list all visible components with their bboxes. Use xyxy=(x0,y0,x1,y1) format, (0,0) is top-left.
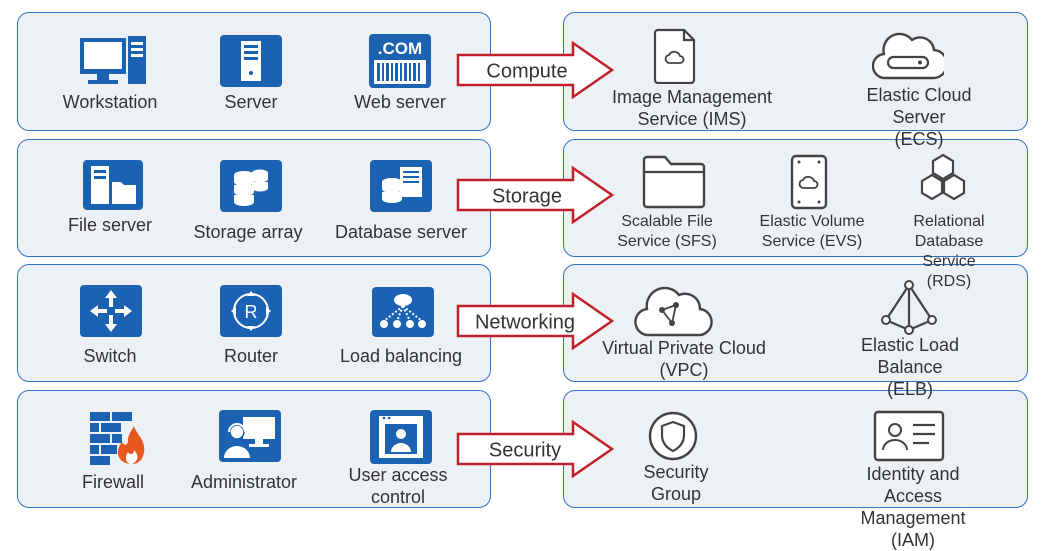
file-server-label: File server xyxy=(67,215,153,235)
web-server-icon-text: .COM xyxy=(378,39,422,58)
user-access-icon xyxy=(370,410,432,464)
folder-icon xyxy=(642,155,706,209)
elb-label: Elastic Load Balance (ELB) xyxy=(860,335,960,399)
sfs-label: Scalable File Service (SFS) xyxy=(617,213,717,250)
firewall-icon xyxy=(90,412,145,465)
vpc-cloud-icon xyxy=(634,286,713,337)
firewall-label: Firewall xyxy=(81,472,145,492)
security-group-label: Security Group xyxy=(643,462,709,504)
load-balancing-icon xyxy=(372,287,434,337)
router-icon-text: R xyxy=(245,302,258,322)
compute-arrow xyxy=(456,40,615,100)
cloud-networking-panel xyxy=(563,264,1028,382)
switch-label: Switch xyxy=(83,346,137,366)
compute-category-label: Compute xyxy=(486,60,568,83)
server-label: Server xyxy=(224,92,278,112)
cloud-server-icon xyxy=(872,32,944,80)
router-icon: R xyxy=(220,285,282,337)
user-access-control-label: User access control xyxy=(348,465,448,507)
storage-category-label: Storage xyxy=(491,185,563,208)
web-server-label: Web server xyxy=(354,92,446,112)
database-server-icon xyxy=(370,160,432,212)
file-server-icon xyxy=(83,160,143,210)
switch-icon xyxy=(80,285,142,337)
networking-category-label: Networking xyxy=(474,311,576,334)
id-card-icon xyxy=(873,410,945,462)
storage-array-icon xyxy=(220,160,282,212)
router-label: Router xyxy=(223,346,279,366)
workstation-label: Workstation xyxy=(62,92,158,112)
ecs-label: Elastic Cloud Server (ECS) xyxy=(866,85,972,149)
workstation-icon xyxy=(80,36,146,84)
cloud-compute-panel xyxy=(563,12,1028,131)
administrator-label: Administrator xyxy=(190,472,298,492)
ims-label: Image Management Service (IMS) xyxy=(611,87,773,129)
rds-label: Relational Database Service (RDS) xyxy=(913,213,985,290)
networking-arrow xyxy=(456,291,615,351)
load-balancing-label: Load balancing xyxy=(339,346,463,366)
shield-icon xyxy=(648,411,698,461)
iam-label: Identity and Access Management (IAM) xyxy=(860,464,966,550)
hexagon-cluster-icon xyxy=(920,153,966,201)
cloud-security-panel xyxy=(563,390,1028,508)
image-file-icon xyxy=(653,28,696,84)
storage-array-label: Storage array xyxy=(193,222,303,242)
administrator-icon xyxy=(219,410,281,462)
server-icon xyxy=(220,35,282,87)
load-balance-pyramid-icon xyxy=(881,280,937,335)
security-arrow xyxy=(456,419,615,479)
evs-label: Elastic Volume Service (EVS) xyxy=(759,213,865,250)
volume-icon xyxy=(790,154,828,210)
security-category-label: Security xyxy=(488,439,562,462)
database-server-label: Database server xyxy=(334,222,468,242)
storage-arrow xyxy=(456,165,615,225)
vpc-label: Virtual Private Cloud (VPC) xyxy=(602,338,766,380)
web-server-icon: .COM xyxy=(369,34,431,88)
